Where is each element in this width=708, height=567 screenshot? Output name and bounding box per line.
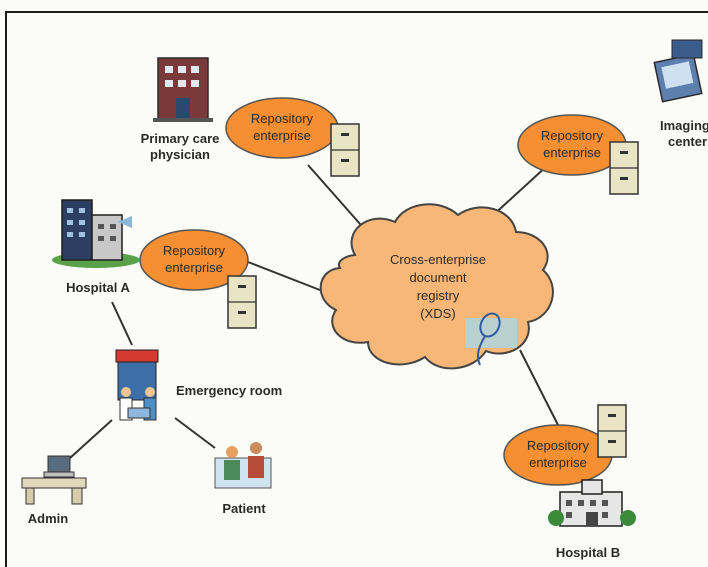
- cloud-label-line4: (XDS): [420, 306, 455, 321]
- file-cabinet-icon: [330, 123, 360, 177]
- admin-label: Admin: [28, 511, 69, 526]
- link-hospital-a-er: [111, 301, 133, 346]
- repository-enterprise-node: Repository enterprise: [503, 424, 613, 486]
- repository-label-line1: Repository: [163, 243, 226, 258]
- repository-label-line1: Repository: [251, 111, 314, 126]
- primary-care-label-line1: Primary care: [141, 131, 220, 146]
- link-primary-care: [307, 164, 369, 234]
- hospital-icon: [52, 199, 140, 268]
- primary-care-label-line2: physician: [150, 147, 210, 162]
- patient-icon: [214, 442, 272, 489]
- repository-label-line2: enterprise: [253, 128, 311, 143]
- link-hospital-a: [247, 261, 326, 293]
- xds-registry-cloud: Cross-enterprise document registry (XDS): [319, 203, 554, 370]
- repository-label-line1: Repository: [527, 438, 590, 453]
- cloud-label-line2: document: [409, 270, 466, 285]
- repository-label-line2: enterprise: [543, 145, 601, 160]
- connectors: [69, 164, 559, 459]
- file-cabinet-icon: [227, 275, 257, 329]
- hospital-a-label: Hospital A: [66, 280, 130, 295]
- imaging-label-line1: Imaging: [660, 118, 708, 133]
- link-hospital-b: [519, 349, 559, 426]
- network-plug-icon: [465, 312, 517, 366]
- building-icon: [153, 57, 213, 122]
- cloud-label-line1: Cross-enterprise: [390, 252, 486, 267]
- file-cabinet-icon: [597, 404, 627, 458]
- repository-label-line1: Repository: [541, 128, 604, 143]
- hospital-icon: [548, 479, 636, 527]
- repository-label-line2: enterprise: [529, 455, 587, 470]
- computer-desk-icon: [21, 455, 87, 505]
- emergency-room-label: Emergency room: [176, 383, 282, 398]
- emergency-room-icon: [115, 349, 159, 421]
- cloud-label-line3: registry: [417, 288, 460, 303]
- frame-border: [5, 11, 708, 567]
- repository-label-line2: enterprise: [165, 260, 223, 275]
- patient-label: Patient: [222, 501, 266, 516]
- link-er-admin: [69, 419, 113, 459]
- repository-enterprise-node: Repository enterprise: [139, 229, 249, 291]
- link-er-patient: [174, 417, 216, 449]
- imaging-label-line2: center: [668, 134, 707, 149]
- link-imaging: [489, 164, 549, 219]
- imaging-device-icon: [653, 39, 703, 103]
- hospital-b-label: Hospital B: [556, 545, 620, 560]
- file-cabinet-icon: [609, 141, 639, 195]
- repository-enterprise-node: Repository enterprise: [225, 97, 339, 159]
